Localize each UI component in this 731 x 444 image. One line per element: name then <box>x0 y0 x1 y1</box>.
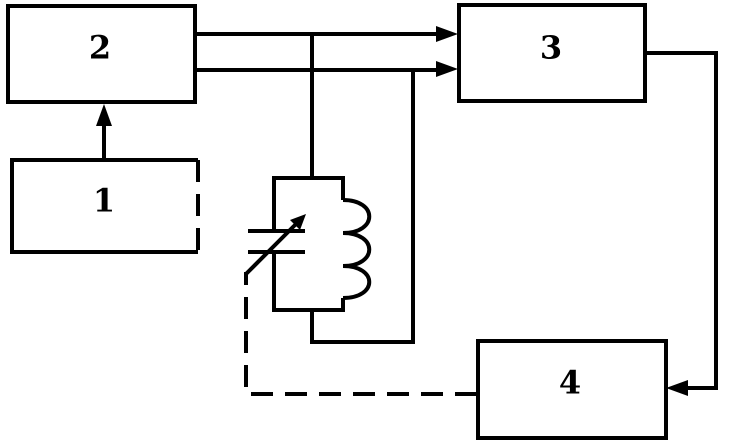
variable-capacitor-icon <box>244 214 306 276</box>
feedback-3-to-4 <box>645 51 718 396</box>
signal-line-lower <box>195 61 458 77</box>
block-4-label: 4 <box>559 364 581 402</box>
block-3: 3 <box>457 3 647 103</box>
tank-circuit <box>272 34 415 344</box>
block-1: 1 <box>10 158 200 254</box>
block-3-label: 3 <box>540 29 562 67</box>
signal-line-upper <box>195 26 458 42</box>
block-1-label: 1 <box>93 182 115 220</box>
inductor-coil-icon <box>342 198 372 300</box>
block-4: 4 <box>476 339 668 440</box>
dashed-control-line <box>244 272 477 396</box>
block-2-label: 2 <box>89 29 111 67</box>
arrow-1-to-2 <box>96 104 112 158</box>
block-2: 2 <box>6 4 197 104</box>
